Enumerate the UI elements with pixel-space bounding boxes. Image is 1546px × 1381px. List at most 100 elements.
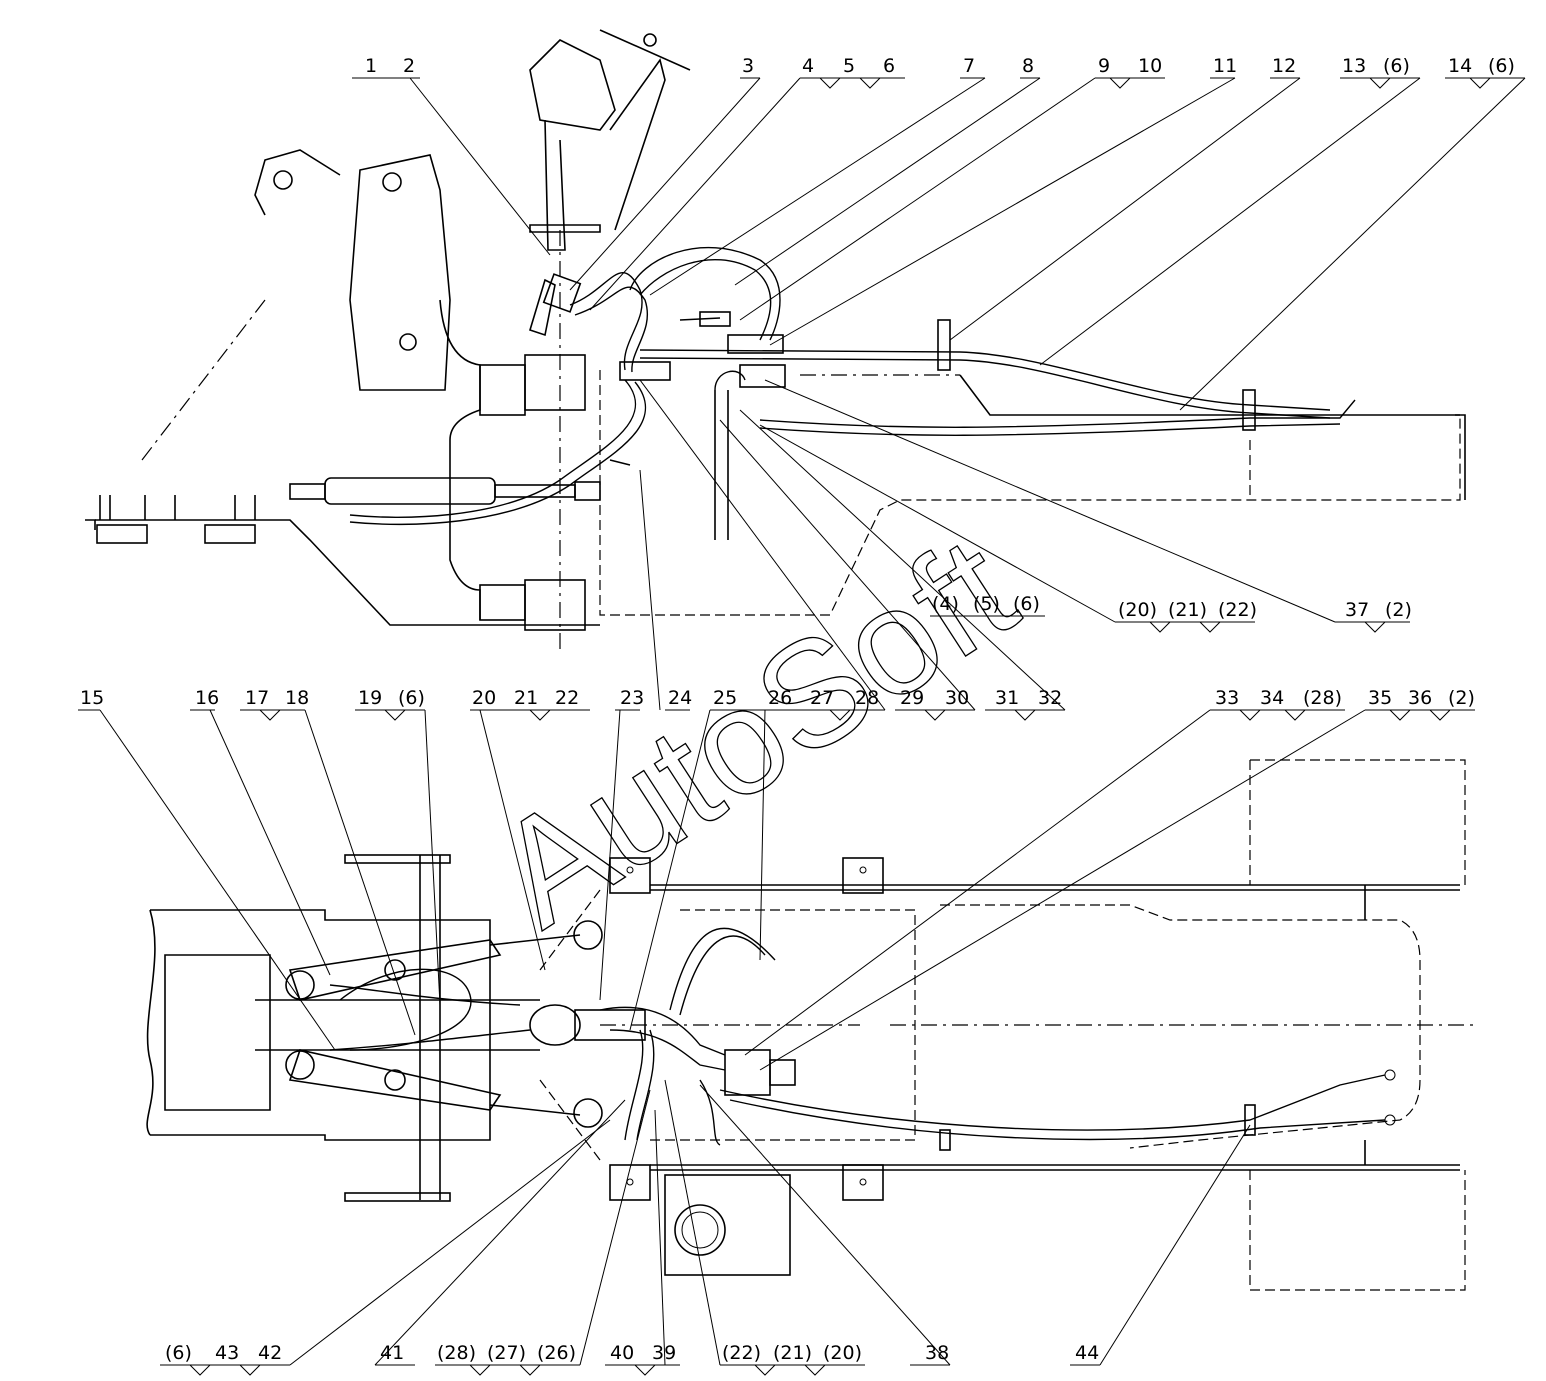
steering-valve-body — [542, 273, 582, 313]
callout-17: 17 — [245, 687, 269, 709]
hinge-pin-lower — [524, 579, 586, 631]
callouts-mid: (4) (5) (6) (20) (21) (22) 37 (2) — [932, 593, 1412, 621]
hose-end-1 — [1384, 1069, 1396, 1081]
callout-20: 20 — [472, 687, 496, 709]
front-frame-break — [146, 909, 156, 1136]
center-swivel — [529, 1004, 581, 1046]
tank-cap — [674, 1204, 726, 1256]
mount-pad-4 — [842, 1164, 884, 1201]
ticks-top — [819, 77, 1491, 89]
callout-ref-4: (4) — [932, 593, 959, 615]
leader-lines — [78, 77, 1526, 1366]
callout-28: 28 — [855, 687, 879, 709]
cylinder-clevis — [574, 481, 601, 501]
steering-hub — [643, 33, 657, 47]
callout-37: 37 — [1345, 599, 1369, 621]
steering-seat — [529, 39, 616, 131]
callout-19-qty: (6) — [398, 687, 425, 709]
lead-37 — [764, 379, 1336, 623]
callout-29: 29 — [900, 687, 924, 709]
callout-36: 36 — [1408, 687, 1432, 709]
lead-38 — [699, 1084, 951, 1366]
lower-pad-2 — [204, 524, 256, 544]
callout-4: 4 — [802, 55, 814, 77]
callout-24: 24 — [668, 687, 692, 709]
lead-12 — [949, 77, 1301, 341]
pump-plan — [724, 1049, 771, 1096]
small-clamp — [609, 459, 631, 466]
hose-short — [699, 1079, 721, 1146]
lower-pad-1 — [96, 524, 148, 544]
callout-26: 26 — [768, 687, 792, 709]
callout-31: 31 — [995, 687, 1019, 709]
lead-26 — [759, 709, 766, 961]
lower-frame-ribs — [99, 495, 256, 520]
lead-11 — [769, 77, 1236, 346]
cylinder-eye-lower — [285, 1050, 315, 1080]
column-left — [544, 119, 566, 251]
hose-fitting-1 — [699, 311, 731, 327]
hose-end-2 — [1384, 1114, 1396, 1126]
cylinder-piston-rod — [494, 484, 576, 498]
mount-pad-1 — [609, 857, 651, 894]
lead-30 — [719, 419, 976, 711]
return-hose — [624, 1029, 655, 1141]
hose-f — [639, 357, 1331, 419]
callout-ref-21: (21) — [1168, 599, 1207, 621]
callout-32: 32 — [1038, 687, 1062, 709]
wheel-box-bottom — [1249, 1170, 1466, 1291]
mount-pad-3 — [609, 1164, 651, 1201]
lead-25 — [629, 709, 711, 1031]
callout-27: 27 — [810, 687, 834, 709]
rod-eye-lower — [573, 1098, 603, 1128]
lead-22b — [664, 1079, 721, 1366]
callout-group-ticks — [189, 77, 1491, 1376]
pump-drive — [769, 1059, 796, 1086]
callout-1: 1 — [365, 55, 377, 77]
callout-15: 15 — [80, 687, 104, 709]
lead-13 — [1039, 77, 1421, 366]
callout-21: 21 — [514, 687, 538, 709]
clamp-1 — [937, 319, 951, 371]
axle-plate-top — [344, 854, 451, 864]
hose-g — [759, 399, 1356, 428]
rod-eye-upper — [573, 920, 603, 950]
cylinder-hoses — [329, 984, 531, 1051]
callout-23: 23 — [620, 687, 644, 709]
lead-19 — [424, 709, 441, 1006]
steering-unit — [529, 278, 556, 337]
callout-43: 43 — [215, 1342, 239, 1364]
callout-38: 38 — [925, 1342, 949, 1364]
callout-22: 22 — [555, 687, 579, 709]
pad-bolt-3 — [626, 1178, 634, 1186]
steering-cylinder-upper — [288, 939, 502, 1001]
callout-8: 8 — [1022, 55, 1034, 77]
lead-24 — [639, 469, 661, 711]
suction-pipe — [714, 390, 729, 540]
hose-b — [574, 286, 648, 373]
frame-body-left — [439, 299, 481, 620]
callout-34: 34 — [1260, 687, 1284, 709]
front-frame-plan — [150, 909, 491, 1141]
callout-ref-27: (27) — [487, 1342, 526, 1364]
lower-frame-line — [95, 519, 600, 626]
callout-ref-5: (5) — [973, 593, 1000, 615]
callout-40: 40 — [610, 1342, 634, 1364]
lead-9 — [739, 77, 1096, 321]
steering-wheel — [599, 29, 691, 71]
lead-7 — [649, 77, 986, 296]
callout-39: 39 — [652, 1342, 676, 1364]
callouts-row2: 15 16 17 18 19 (6) 20 21 22 23 24 25 26 … — [80, 687, 1475, 709]
hinge-pin-upper — [524, 354, 586, 411]
callout-19: 19 — [358, 687, 382, 709]
top-view — [85, 29, 1466, 650]
steering-cylinder-barrel — [324, 477, 496, 505]
rear-frame-rail-top — [650, 884, 1460, 891]
clamp-2 — [1242, 389, 1256, 431]
callout-14: 14 — [1448, 55, 1472, 77]
callouts-top: 1 2 3 4 5 6 7 8 9 10 11 12 13 (6) 14 (6) — [365, 55, 1515, 77]
column-bracket — [529, 224, 601, 233]
lead-15 — [99, 709, 336, 1051]
callout-bottom-ref-6: (6) — [165, 1342, 192, 1364]
